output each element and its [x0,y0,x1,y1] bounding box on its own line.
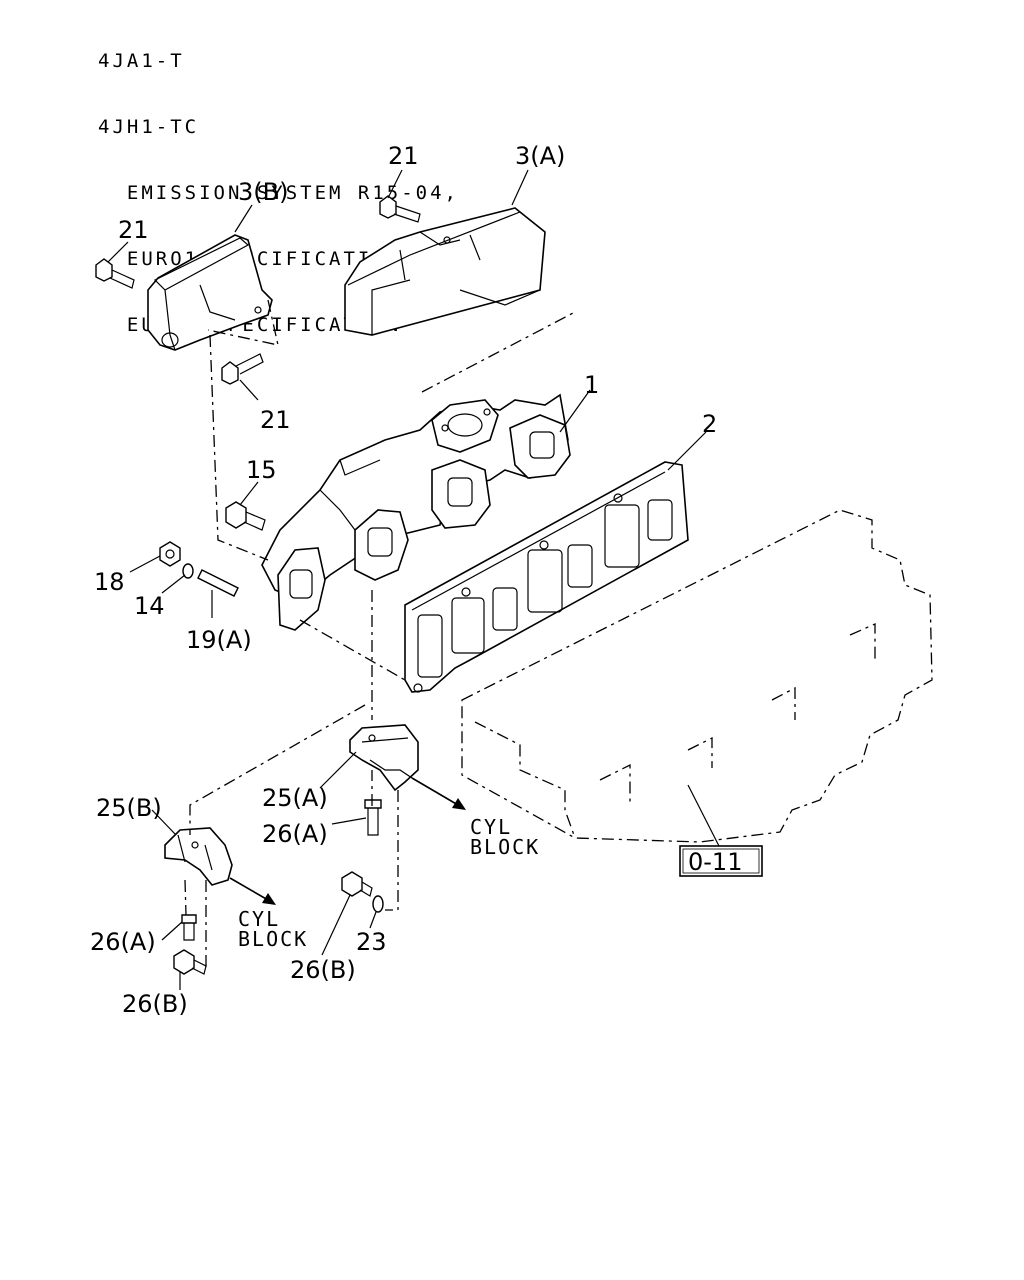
callout-21-left: 21 [118,216,149,244]
callout-26a-mid: 26(A) [262,820,328,848]
bolt-26b-left [173,949,207,975]
reference-label: 0-11 [688,848,742,876]
callout-21-top: 21 [388,142,419,170]
bolt-15 [225,501,266,531]
callout-26a-left: 26(A) [90,928,156,956]
exhaust-manifold-1 [261,393,571,631]
bolt-21-left [95,258,135,289]
callout-25b: 25(B) [96,794,162,822]
callout-2: 2 [702,410,717,438]
callout-23: 23 [356,928,387,956]
callout-18: 18 [94,568,125,596]
note-cyl-left: CYL [238,907,280,931]
header-line-emission: EMISSION SYSTEM R15-04, [98,182,459,204]
callout-3a: 3(A) [515,142,565,170]
exhaust-gasket-2 [404,461,689,693]
bolt-21-top [379,195,421,223]
callout-26b-left: 26(B) [122,990,188,1018]
callout-15: 15 [246,456,277,484]
header-line-model-2: 4JH1-TC [98,116,200,138]
nut-18 [159,541,181,567]
bracket-25b [164,827,233,886]
bracket-25a [349,724,419,792]
stud-19a [197,569,239,597]
callout-3b: 3(B) [238,178,288,206]
leader-lines [107,169,721,990]
arrow-cyl-block-right [411,777,466,810]
note-block-right: BLOCK [470,835,540,859]
callout-26b-mid: 26(B) [290,956,356,984]
bolt-21-mid [221,353,264,385]
arrow-cyl-block-left [229,877,276,905]
note-block-left: BLOCK [238,927,308,951]
callout-21-mid: 21 [260,406,291,434]
cylinder-head-outline [461,509,933,843]
washer-14 [182,563,194,579]
callout-25a: 25(A) [262,784,328,812]
callout-19a: 19(A) [186,626,252,654]
heat-shield-3b [147,234,273,351]
bolt-26b-mid [341,871,373,897]
callout-1: 1 [584,371,599,399]
reference-box-0-11[interactable]: 0-11 [679,845,763,877]
bolt-26a-left [181,914,197,941]
header-line-model-1: 4JA1-T [98,50,185,72]
assembly-guide-lines [184,299,576,970]
bolt-26a-mid [364,799,382,836]
heat-shield-3a [344,207,546,336]
note-cyl-right: CYL [470,815,512,839]
washer-23 [372,895,384,913]
callout-14: 14 [134,592,165,620]
